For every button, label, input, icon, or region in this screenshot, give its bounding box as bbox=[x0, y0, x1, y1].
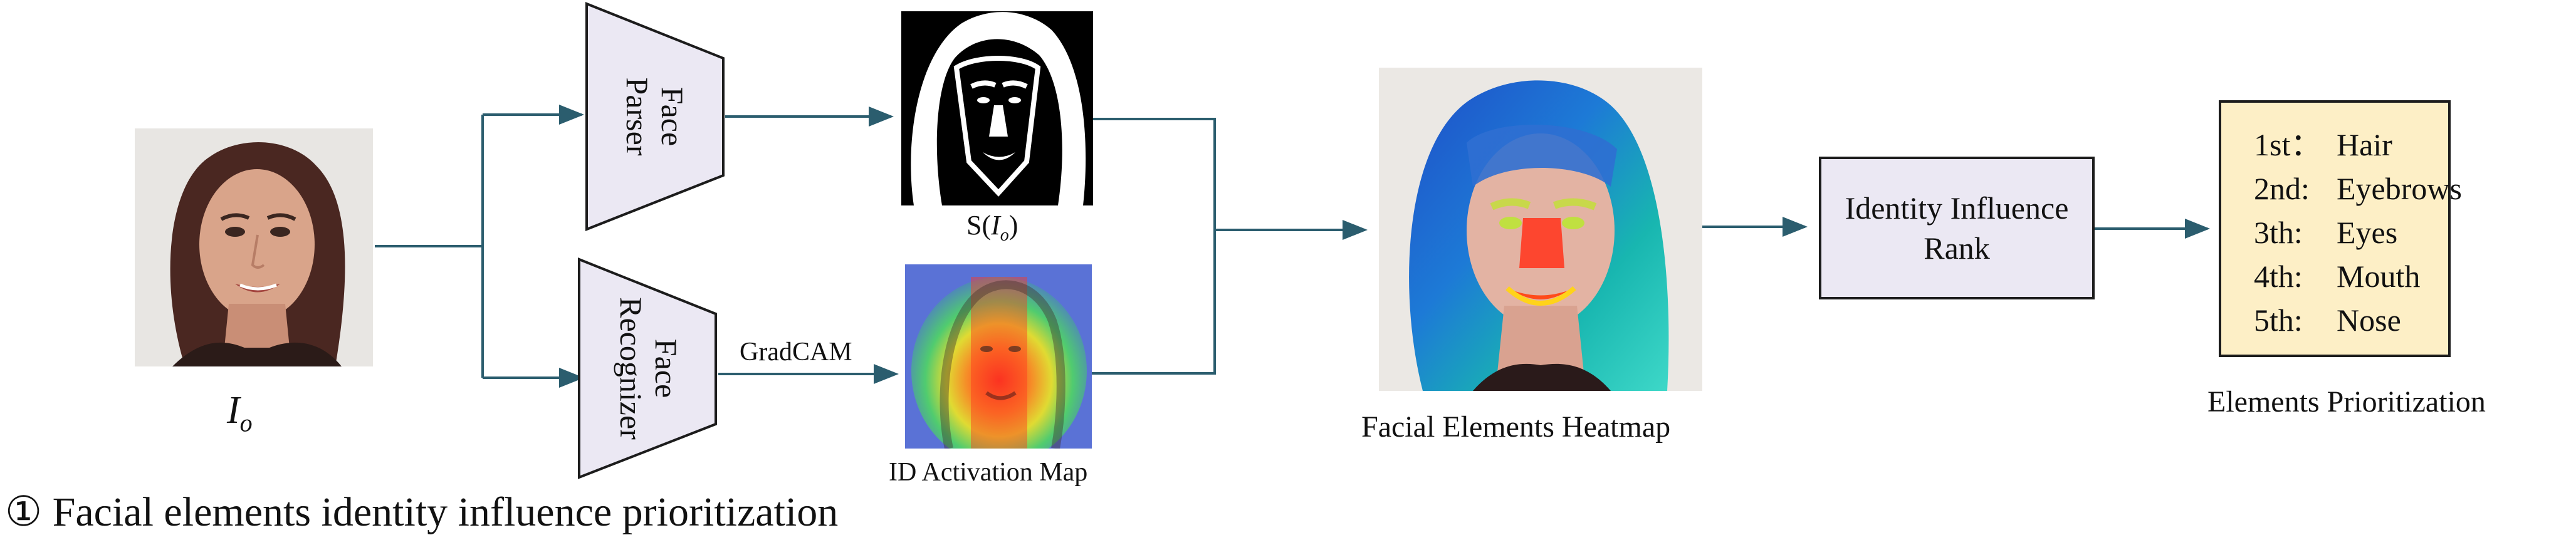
segmentation-prefix: S( bbox=[966, 210, 992, 241]
priority-element-4: Mouth bbox=[2337, 259, 2421, 294]
priority-item-3: 3th: Eyes bbox=[2254, 210, 2462, 254]
id-activation-map-label: ID Activation Map bbox=[889, 458, 1088, 487]
face-parser-label: Face Parser bbox=[620, 54, 690, 179]
elements-prioritization-caption: Elements Prioritization bbox=[2207, 385, 2486, 418]
priority-element-2: Eyebrows bbox=[2337, 171, 2462, 206]
facial-elements-heatmap-image bbox=[1379, 68, 1702, 391]
priority-rank-2: 2nd: bbox=[2254, 171, 2310, 206]
seg-merge-connector bbox=[1084, 118, 1216, 375]
step-marker: ① bbox=[5, 489, 43, 535]
face-recognizer-line1: Face bbox=[649, 338, 684, 398]
input-symbol: I bbox=[227, 389, 240, 432]
segmentation-label: S(Io) bbox=[966, 209, 1018, 246]
priority-item-4: 4th: Mouth bbox=[2254, 254, 2462, 298]
face-recognizer-block bbox=[578, 257, 717, 479]
segmentation-symbol: I bbox=[991, 210, 1000, 241]
priority-rank-1: 1st： bbox=[2254, 127, 2322, 162]
input-subscript: o bbox=[239, 408, 253, 437]
input-label: Io bbox=[227, 388, 253, 437]
priority-element-1: Hair bbox=[2337, 127, 2392, 162]
rank-box-line1: Identity Influence bbox=[1845, 190, 2069, 226]
id-activation-map-image bbox=[905, 264, 1092, 449]
face-parser-line2: Parser bbox=[620, 77, 655, 156]
priority-item-5: 5th: Nose bbox=[2254, 298, 2462, 342]
face-parser-line1: Face bbox=[655, 86, 690, 147]
priority-rank-5: 5th: bbox=[2254, 303, 2303, 338]
priority-item-1: 1st： Hair bbox=[2254, 123, 2462, 167]
segmentation-mask-image bbox=[901, 11, 1093, 205]
segmentation-suffix: ) bbox=[1008, 210, 1018, 241]
identity-influence-rank-box: Identity Influence Rank bbox=[1819, 157, 2095, 299]
priority-element-5: Nose bbox=[2337, 303, 2401, 338]
priority-item-2: 2nd: Eyebrows bbox=[2254, 167, 2462, 210]
face-recognizer-line2: Recognizer bbox=[614, 297, 649, 440]
step-caption-text: Facial elements identity influence prior… bbox=[52, 489, 839, 535]
face-recognizer-label: Face Recognizer bbox=[614, 296, 684, 440]
gradcam-label: GradCAM bbox=[740, 338, 852, 366]
facial-elements-heatmap-label: Facial Elements Heatmap bbox=[1361, 410, 1671, 444]
input-face-image bbox=[135, 128, 373, 366]
priority-rank-3: 3th: bbox=[2254, 215, 2303, 250]
face-parser-block bbox=[585, 2, 725, 231]
priority-element-3: Eyes bbox=[2337, 215, 2398, 250]
priority-rank-4: 4th: bbox=[2254, 259, 2303, 294]
step-caption: ① Facial elements identity influence pri… bbox=[5, 487, 838, 536]
segmentation-subscript: o bbox=[1000, 225, 1009, 245]
rank-box-line2: Rank bbox=[1924, 231, 1990, 266]
elements-prioritization-list: 1st： Hair 2nd: Eyebrows 3th: Eyes 4th: Mouth… bbox=[2219, 100, 2462, 357]
